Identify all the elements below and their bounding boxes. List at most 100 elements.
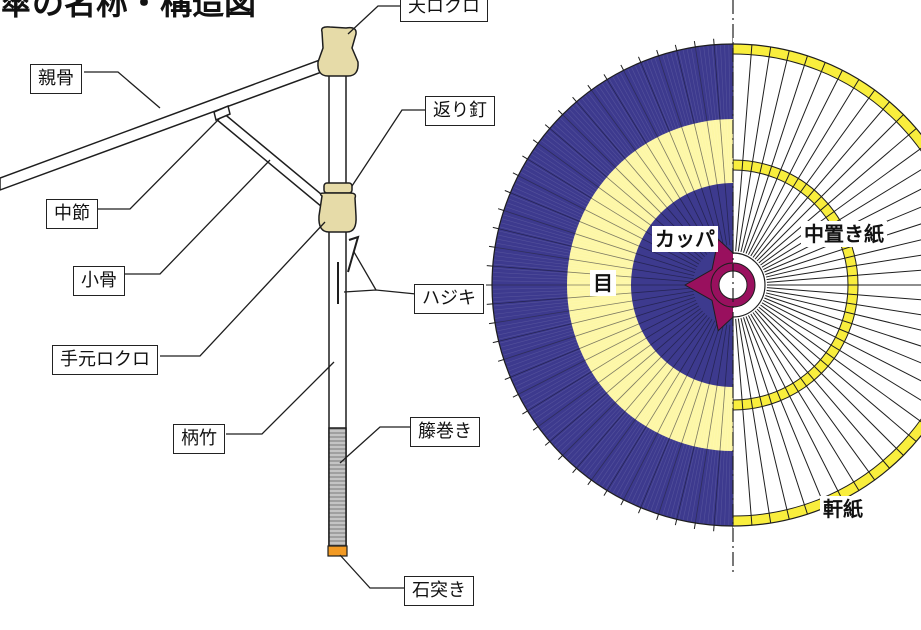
paper-texture-line [627, 376, 689, 501]
paper-texture-line [728, 45, 732, 184]
paper-texture-line [654, 381, 701, 513]
rib-tip-left [603, 74, 608, 80]
rib-line-left [676, 323, 725, 520]
return-nail [323, 182, 353, 194]
paper-texture-line [495, 251, 633, 272]
paper-texture-line [525, 335, 645, 406]
rib-tip-left [620, 499, 625, 506]
paper-texture-line [531, 154, 648, 230]
rib-line-right [747, 315, 843, 500]
paper-texture-line [560, 355, 660, 452]
paper-texture-line [612, 77, 683, 197]
paper-texture-line [715, 45, 727, 184]
paper-texture-line [720, 386, 728, 525]
paper-texture-line [707, 386, 723, 524]
paper-texture-line [554, 353, 658, 446]
rib-line-left [658, 322, 722, 515]
paper-texture-line [531, 340, 648, 416]
paper-texture-line [631, 377, 691, 503]
rib-tip-left [656, 49, 660, 56]
label-stretcher: 小骨 [73, 266, 125, 296]
rib-tip-left [557, 455, 563, 461]
rib-tip-left [638, 507, 642, 514]
rib-line-right [756, 114, 904, 262]
rib-tip-left [693, 522, 696, 530]
paper-texture-line [674, 383, 709, 518]
paper-texture-line [575, 103, 667, 209]
paper-texture-line [662, 55, 704, 188]
paper-texture-line [536, 343, 650, 423]
rib-tip-left [488, 245, 496, 248]
paper-texture-line [569, 109, 664, 211]
paper-texture-line [498, 305, 634, 336]
rib-line-right [761, 302, 921, 401]
paper-texture-line [682, 50, 713, 186]
rib-line-left [591, 317, 710, 481]
rib-line-right [750, 313, 860, 491]
paper-texture-line [662, 382, 704, 515]
rib-line-right [740, 317, 790, 520]
paper-texture-line [572, 360, 665, 464]
rib-line-right [747, 70, 843, 255]
rib-tip-left [544, 124, 551, 129]
paper-texture-line [508, 321, 638, 372]
paper-texture-line [500, 226, 635, 261]
paper-texture-line [510, 194, 639, 248]
paper-texture-line [503, 314, 636, 356]
paper-texture-line [699, 47, 720, 185]
rib-tip-left [620, 64, 625, 71]
paper-texture-line [517, 329, 642, 391]
paper-texture-line [533, 150, 649, 229]
rib-line-left [640, 321, 719, 508]
paper-texture-line [511, 324, 640, 380]
paper-texture-line [501, 222, 635, 259]
rib-tip-left [497, 358, 504, 362]
paper-texture-line [605, 371, 680, 489]
rib-tip-left [656, 514, 660, 521]
paper-texture-line [609, 79, 681, 198]
rib-line-right [754, 101, 890, 260]
rib-line-left [549, 310, 703, 442]
paper-texture-line [602, 370, 678, 487]
paper-texture-line [520, 332, 644, 398]
plan-right-half [733, 43, 921, 527]
rib-tip-left [492, 226, 499, 230]
paper-texture-line [686, 385, 714, 521]
paper-texture-line [588, 366, 672, 477]
rib-line-right [766, 289, 921, 316]
paper-texture-line [494, 255, 632, 273]
rib-line-right [743, 317, 808, 515]
paper-texture-line [678, 51, 711, 186]
paper-texture-line [691, 48, 716, 185]
rib-line-right [735, 318, 753, 526]
rib-line-right [758, 306, 917, 442]
paper-texture-line [627, 69, 689, 194]
paper-texture-line [513, 187, 640, 244]
paper-texture-line [612, 373, 683, 493]
paper-texture-line [543, 347, 653, 433]
rib-line-right [765, 292, 921, 331]
label-middle-joint: 中節 [46, 199, 98, 229]
rib-tip-left [497, 208, 504, 212]
paper-texture-line [527, 161, 646, 233]
paper-texture-line [707, 46, 723, 184]
paper-texture-line [605, 81, 680, 199]
rib-line-right [745, 316, 826, 508]
label-ferrule: 石突き [404, 576, 474, 606]
paper-texture-line [646, 380, 697, 510]
paper-texture-line [642, 62, 696, 191]
paper-texture-line [569, 359, 664, 461]
paper-texture-line [496, 302, 633, 327]
paper-texture-line [494, 295, 632, 311]
paper-texture-line [711, 386, 725, 525]
rib-tip-left [544, 441, 551, 446]
paper-texture-line [501, 311, 635, 348]
rib-line-right [766, 254, 921, 281]
paper-texture-line [496, 243, 633, 268]
paper-texture-line [499, 307, 634, 340]
label-top-runner: 天ロクロ [400, 0, 488, 22]
rib-line-left [676, 50, 725, 247]
paper-texture-line [548, 130, 656, 220]
paper-texture-line [609, 372, 681, 491]
